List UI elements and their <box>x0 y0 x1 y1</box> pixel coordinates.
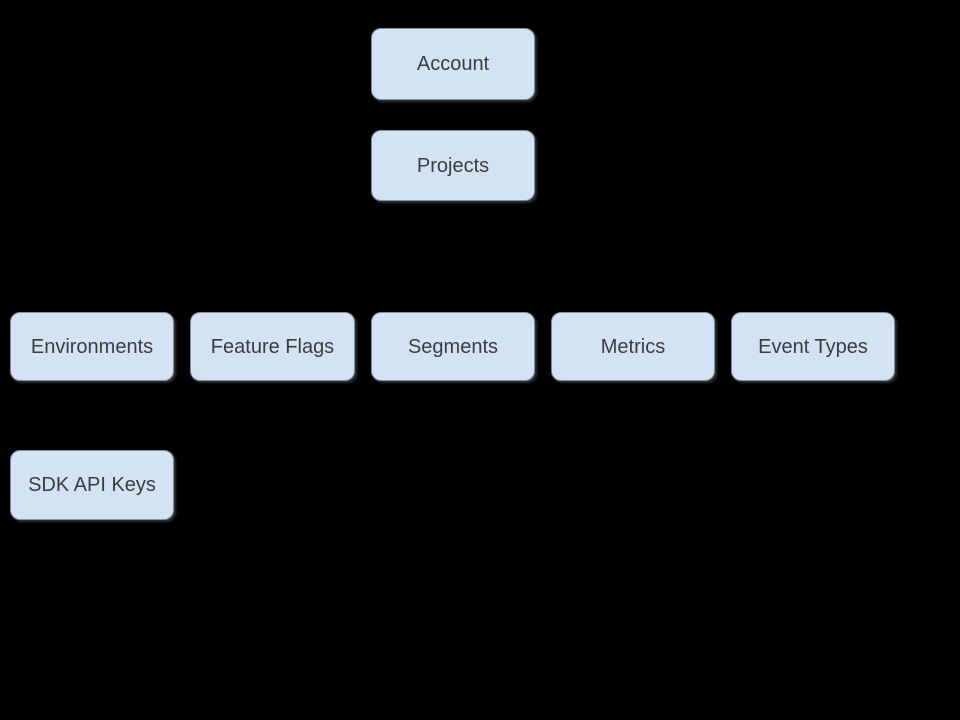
node-sdk-api-keys: SDK API Keys <box>10 450 174 520</box>
node-metrics: Metrics <box>551 312 715 381</box>
node-event-types: Event Types <box>731 312 895 381</box>
node-projects: Projects <box>371 130 535 201</box>
node-account: Account <box>371 28 535 100</box>
node-environments: Environments <box>10 312 174 381</box>
node-feature-flags: Feature Flags <box>190 312 355 381</box>
node-segments: Segments <box>371 312 535 381</box>
